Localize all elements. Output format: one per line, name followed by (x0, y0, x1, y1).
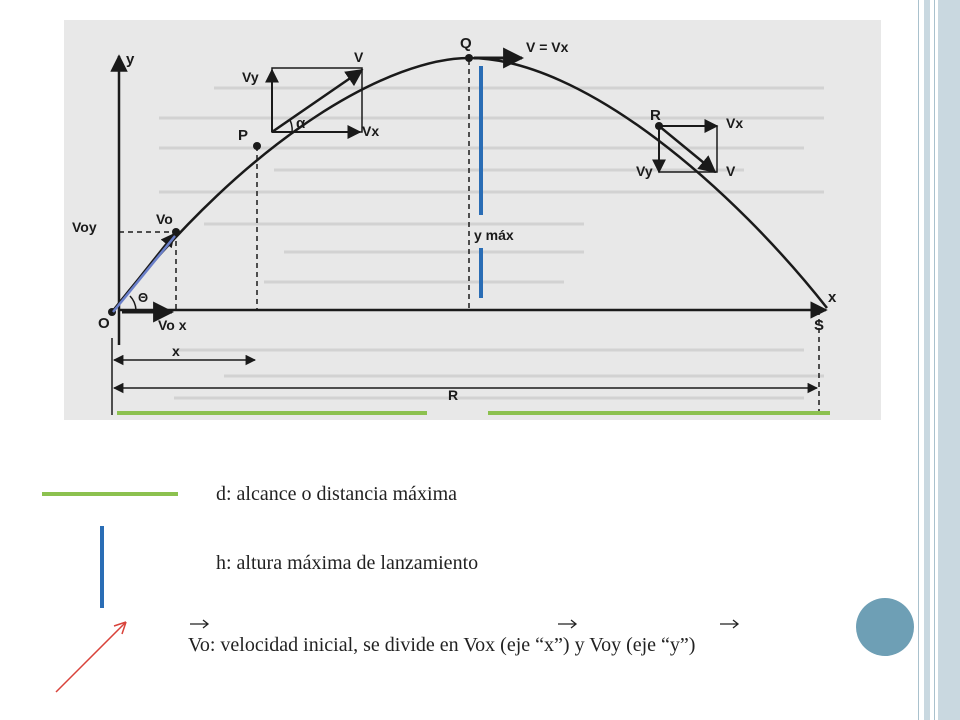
label-r: R (650, 107, 661, 124)
label-vx-r: Vx (726, 115, 743, 131)
label-v-r: V (726, 163, 736, 179)
legend-red-arrow-head (113, 621, 127, 635)
dashed-guides (119, 60, 820, 415)
p-velocity-vector (271, 68, 364, 134)
decorative-bar-line (918, 0, 919, 720)
vector-arrow-vo (190, 619, 210, 629)
decorative-bar-band (938, 0, 960, 720)
label-voy: Voy (72, 219, 97, 235)
label-s: S (814, 317, 824, 334)
label-p: P (238, 127, 248, 144)
vector-arrow-voy (720, 619, 740, 629)
legend-red-arrow-line (55, 621, 127, 693)
label-vox: Vo x (158, 317, 187, 333)
decorative-bar-line (934, 0, 935, 720)
label-ymax: y máx (474, 227, 514, 243)
label-v-p: V (354, 49, 364, 65)
point-p (253, 142, 261, 150)
label-vx-p: Vx (362, 123, 379, 139)
label-vy-p: Vy (242, 69, 259, 85)
label-vq: V = Vx (526, 39, 569, 55)
label-o: O (98, 315, 110, 332)
legend-vo-text: Vo: velocidad inicial, se divide en Vox … (188, 634, 696, 656)
label-theta: Θ (138, 290, 148, 305)
label-alpha: α (296, 115, 306, 132)
point-q (465, 54, 473, 62)
theta-arc (129, 295, 137, 311)
r-velocity-vector (658, 125, 717, 174)
decorative-bar-band (924, 0, 930, 720)
label-y: y (126, 51, 135, 68)
label-vy-r: Vy (636, 163, 653, 179)
label-q: Q (460, 35, 472, 52)
label-x-axis: x (828, 289, 837, 306)
alpha-arc (289, 119, 293, 133)
point-vo (172, 228, 180, 236)
decorative-circle (856, 598, 914, 656)
legend-h-text: h: altura máxima de lanzamiento (216, 552, 479, 574)
vector-notation-arrows (190, 619, 740, 629)
vector-arrow-vox (558, 619, 578, 629)
label-x-distance: x (172, 343, 180, 359)
legend-d-text: d: alcance o distancia máxima (216, 483, 458, 505)
label-vo: Vo (156, 211, 173, 227)
vo-overlay-line (112, 235, 176, 313)
label-range: R (448, 387, 458, 403)
